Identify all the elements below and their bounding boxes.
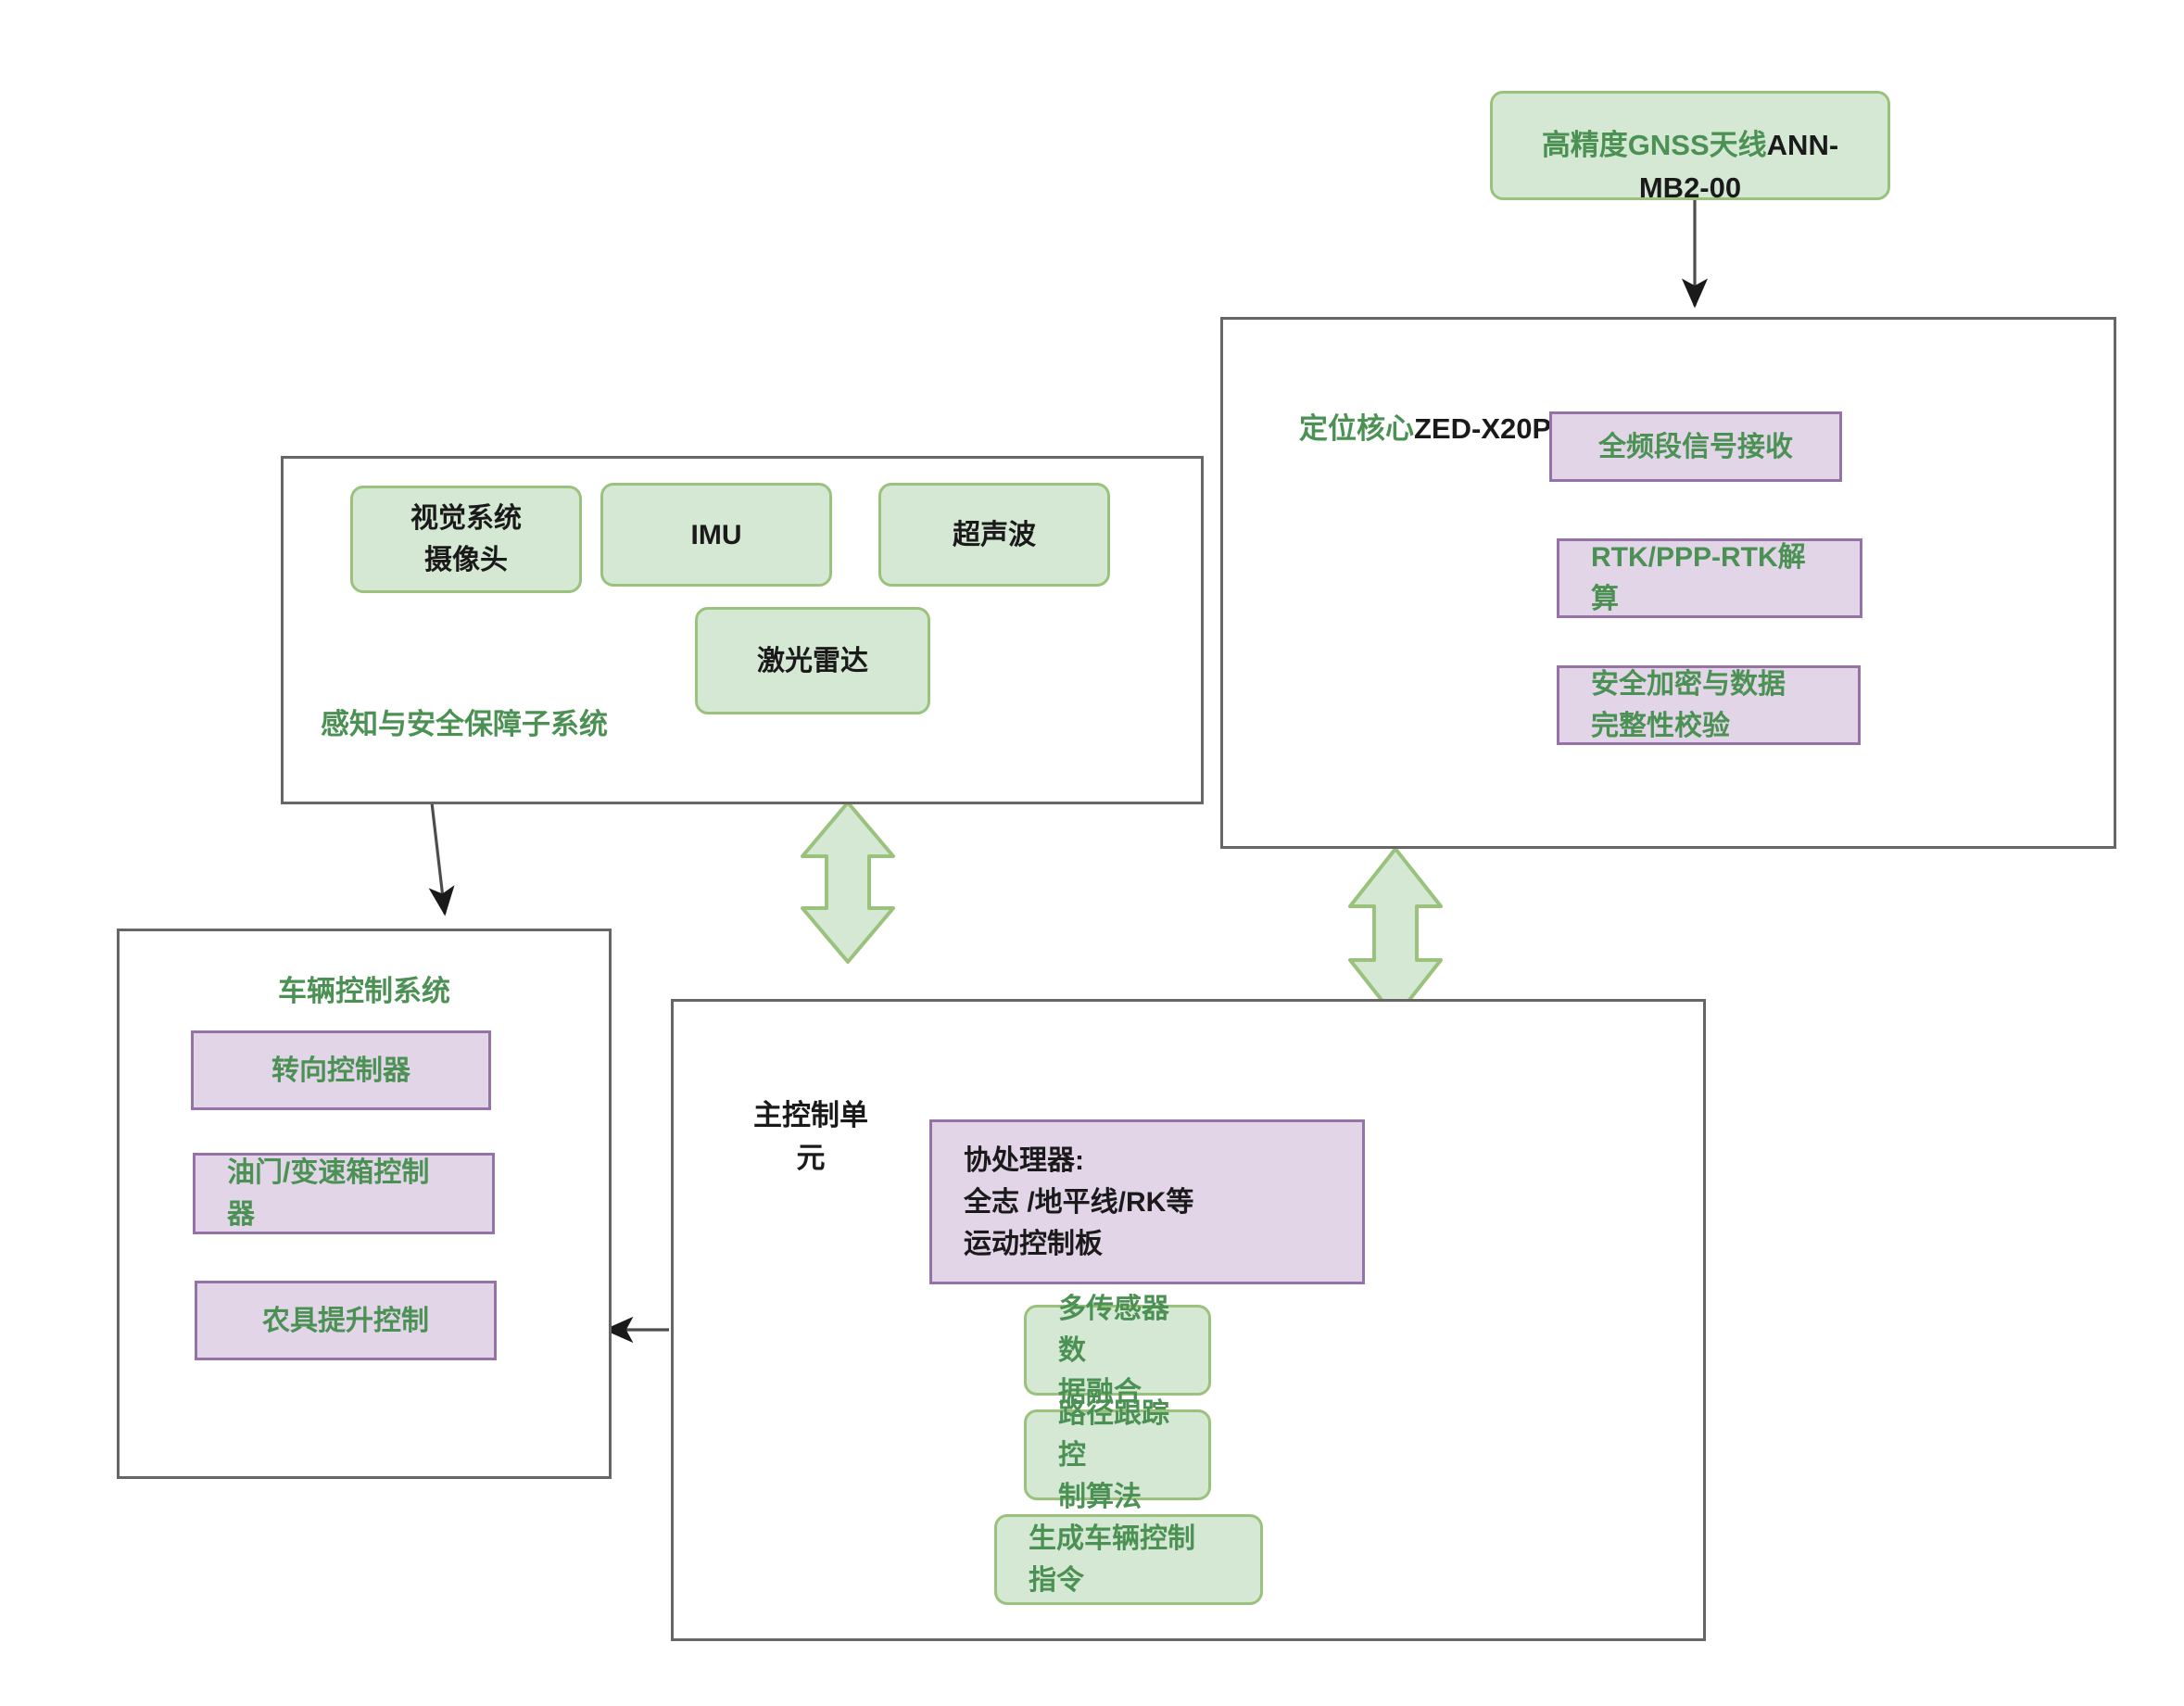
gnss-antenna-label-dark: ANN-MB2-00 (1638, 128, 1839, 205)
gnss-item-label: RTK/PPP-RTK解 算 (1591, 542, 1806, 614)
mcu-function-path-tracking[interactable]: 路径跟踪控 制算法 (1024, 1398, 1211, 1512)
connector-perception-to-vehicle-control (428, 802, 455, 916)
sensor-label: 超声波 (953, 519, 1036, 550)
double-arrow-gnss-mcu (1348, 847, 1443, 1019)
vehicle-control-title: 车辆控制系统 (278, 975, 450, 1007)
vehicle-control-item-label: 转向控制器 (271, 1055, 410, 1086)
vehicle-control-item-steering[interactable]: 转向控制器 (191, 1030, 491, 1110)
sensor-lidar[interactable]: 激光雷达 (695, 607, 930, 714)
sensor-ultrasonic[interactable]: 超声波 (878, 483, 1110, 587)
sensor-imu[interactable]: IMU (600, 483, 832, 587)
mcu-function-label: 多传感器数 据融合 (1058, 1293, 1169, 1408)
sensor-label: 视觉系统 摄像头 (410, 503, 522, 575)
vehicle-control-item-label: 油门/变速箱控制 器 (227, 1157, 430, 1230)
sensor-label: 激光雷达 (757, 645, 868, 676)
mcu-function-generate-commands[interactable]: 生成车辆控制 指令 (994, 1514, 1263, 1605)
vehicle-control-item-throttle-transmission[interactable]: 油门/变速箱控制 器 (193, 1153, 495, 1234)
mcu-function-label: 路径跟踪控 制算法 (1058, 1397, 1169, 1512)
gnss-item-full-band-reception[interactable]: 全频段信号接收 (1549, 411, 1842, 482)
gnss-antenna-node[interactable]: 高精度GNSS天线ANN-MB2-00 (1490, 91, 1890, 204)
coprocessor-label: 协处理器: 全志 /地平线/RK等 运动控制板 (964, 1144, 1194, 1259)
vehicle-control-item-label: 农具提升控制 (262, 1305, 429, 1336)
coprocessor-node[interactable]: 协处理器: 全志 /地平线/RK等 运动控制板 (929, 1119, 1365, 1284)
vehicle-control-item-implement-lift[interactable]: 农具提升控制 (195, 1281, 497, 1360)
sensor-label: IMU (690, 519, 742, 550)
double-arrow-perception-mcu (801, 801, 895, 964)
mcu-function-label: 生成车辆控制 指令 (1029, 1523, 1195, 1596)
gnss-item-label: 全频段信号接收 (1598, 431, 1793, 462)
gnss-antenna-label: 高精度GNSS天线ANN-MB2-00 (1493, 81, 1887, 210)
gnss-item-security-encryption[interactable]: 安全加密与数据 完整性校验 (1557, 665, 1861, 745)
gnss-item-rtk-ppp-solution[interactable]: RTK/PPP-RTK解 算 (1557, 538, 1862, 618)
gnss-item-label: 安全加密与数据 完整性校验 (1591, 669, 1786, 741)
sensor-camera[interactable]: 视觉系统 摄像头 (350, 486, 582, 593)
gnss-module-container[interactable]: 定位核心ZED-X20P GNSS模块 (1220, 317, 2116, 849)
gnss-module-title-green: 定位核心 (1299, 411, 1414, 445)
main-control-unit-title: 主控制单 元 (753, 1099, 868, 1174)
gnss-antenna-label-green: 高精度GNSS天线 (1541, 128, 1767, 161)
mcu-function-sensor-fusion[interactable]: 多传感器数 据融合 (1024, 1294, 1211, 1408)
perception-subsystem-title: 感知与安全保障子系统 (321, 708, 608, 740)
